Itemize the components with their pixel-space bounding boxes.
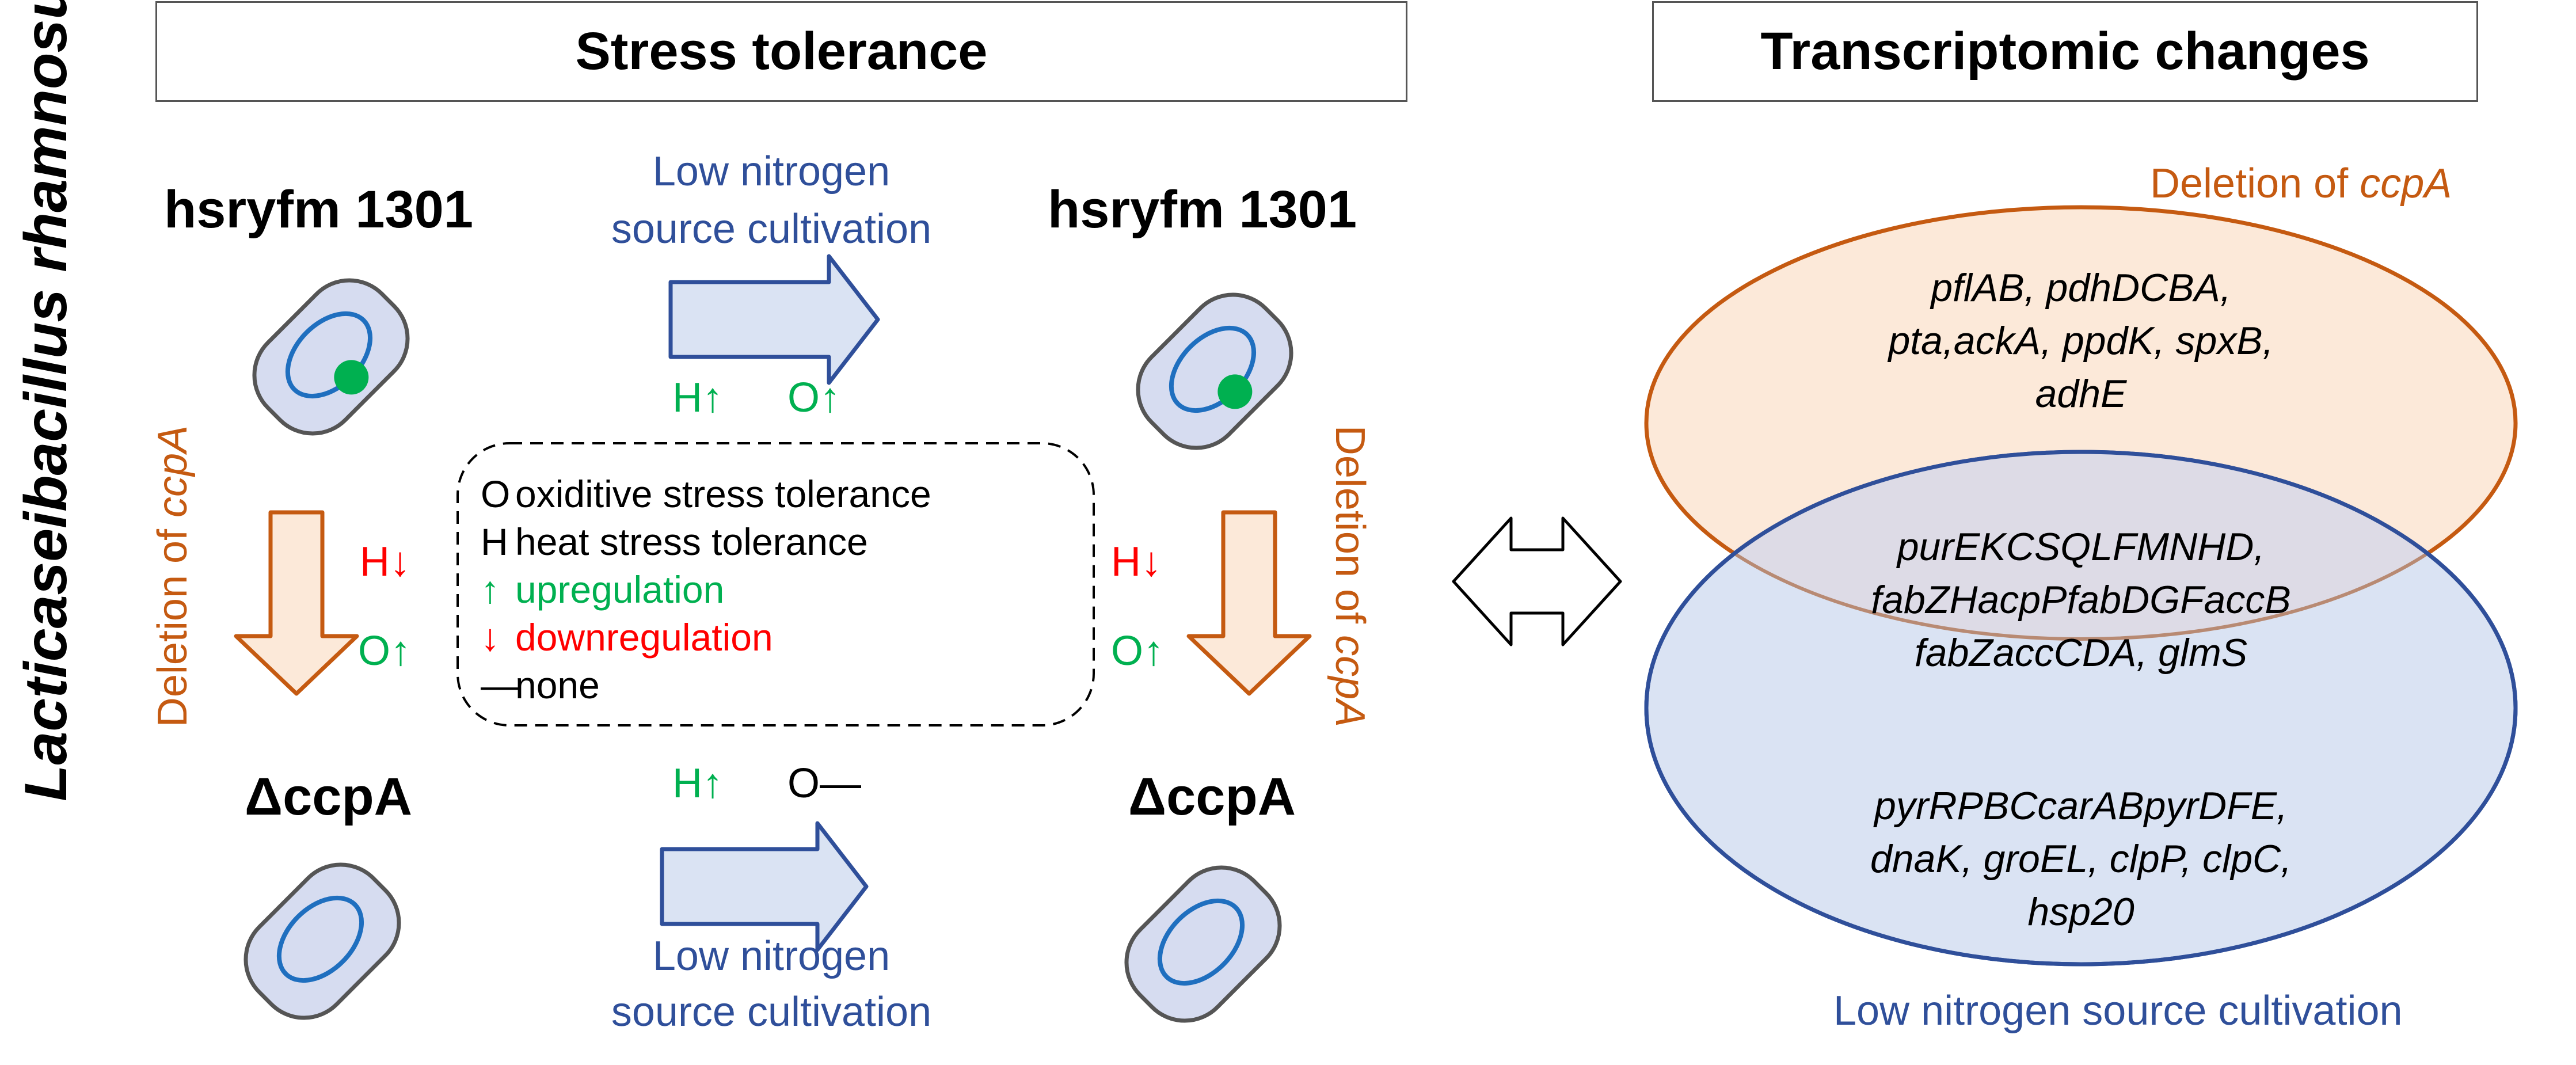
- strain-label-wild-right: hsryfm 1301: [1048, 180, 1357, 239]
- indicator-top-o: O↑: [787, 375, 841, 421]
- indicator-right-h: H↓: [1111, 539, 1162, 585]
- indicator-top-h: H↑: [672, 375, 723, 421]
- plasmid-dot-icon: [334, 360, 369, 395]
- cell-wild-left: [252, 278, 410, 436]
- indicator-left-h: H↓: [360, 539, 410, 585]
- side-title: Lacticaseibacillus rhamnosus: [13, 0, 79, 801]
- cell-mutant-left: [243, 862, 401, 1020]
- venn-label-low-nitrogen: Low nitrogen source cultivation: [1833, 988, 2403, 1034]
- arrow-down-left-icon: [234, 510, 359, 696]
- top-arrow-label-line1: Low nitrogen: [652, 149, 891, 195]
- bottom-arrow-label-line1: Low nitrogen: [652, 933, 891, 979]
- deletion-label-right: Deletion of ccpA: [1327, 425, 1373, 728]
- header-stress-tolerance: Stress tolerance: [155, 1, 1407, 102]
- indicator-left-o: O↑: [358, 628, 412, 674]
- arrow-top-right-icon: [668, 254, 880, 385]
- venn-genes-overlap: purEKCSQLFMNHD, fabZHacpPfabDGFaccB fabZ…: [1871, 525, 2291, 675]
- legend-box: [456, 442, 1095, 727]
- bottom-arrow-label-line2: source cultivation: [611, 989, 932, 1035]
- legend-row-none: —none: [481, 664, 600, 706]
- double-arrow-icon: [1452, 516, 1622, 646]
- venn-label-ccpa: Deletion of ccpA: [2150, 161, 2452, 207]
- indicator-right-o: O↑: [1111, 628, 1165, 674]
- plasmid-dot-icon: [1217, 374, 1253, 409]
- top-arrow-label-line2: source cultivation: [611, 206, 932, 252]
- header-transcriptomic-changes: Transcriptomic changes: [1652, 1, 2478, 102]
- strain-label-mutant-left: ΔccpA: [245, 767, 413, 826]
- cell-wild-right: [1136, 292, 1293, 450]
- legend-row-up: ↑upregulation: [481, 568, 725, 611]
- legend-row-down: ↓downregulation: [481, 616, 773, 659]
- indicator-bottom-o: O—: [787, 760, 862, 807]
- venn-overlap: [1646, 452, 2516, 639]
- arrow-bottom-right-icon: [660, 821, 869, 952]
- venn-genes-ccpa-only: pflAB, pdhDCBA, pta,ackA, ppdK, spxB, ad…: [1888, 266, 2274, 416]
- strain-label-mutant-right: ΔccpA: [1128, 767, 1296, 826]
- venn-genes-low-nitrogen-only: pyrRPBCcarABpyrDFE, dnaK, groEL, clpP, c…: [1870, 784, 2292, 934]
- arrow-down-right-icon: [1186, 510, 1312, 696]
- deletion-label-left: Deletion of ccpA: [150, 425, 196, 728]
- strain-label-wild-left: hsryfm 1301: [164, 180, 473, 239]
- indicator-bottom-h: H↑: [672, 760, 723, 807]
- cell-mutant-right: [1124, 865, 1282, 1023]
